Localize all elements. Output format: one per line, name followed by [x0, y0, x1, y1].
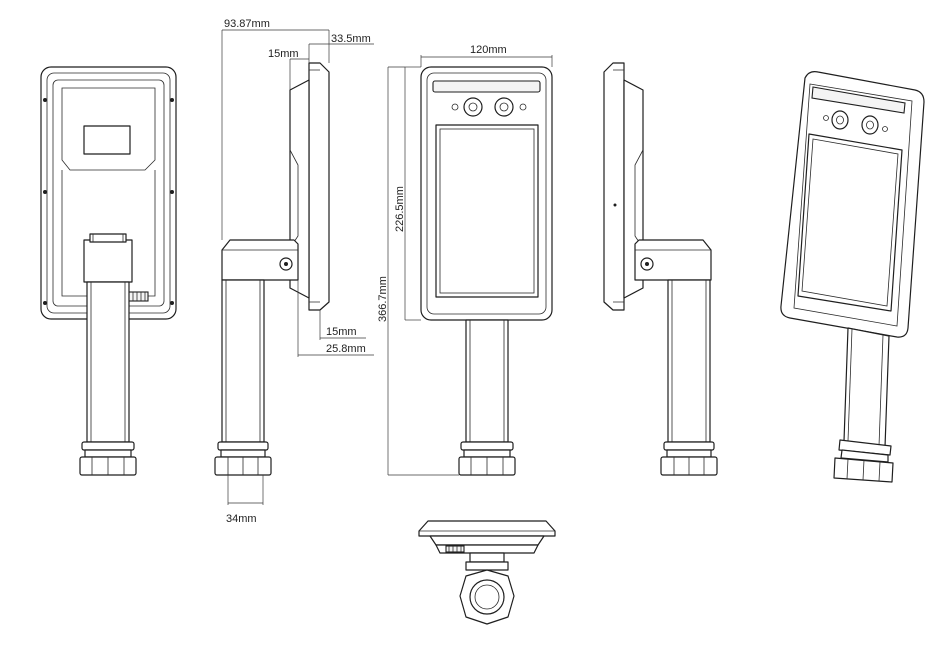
rear-view [40, 66, 177, 476]
dim-total-height: 366.7mm [377, 276, 389, 322]
side-view: 93.87mm 33.5mm 15mm 15mm 25.8mm 34mm [214, 18, 374, 525]
dim-pipe-diameter: 34mm [226, 513, 257, 525]
dim-side-bottom-offset: 15mm [326, 326, 357, 338]
front-view: 120mm 226.5mm 366.7mm [377, 44, 553, 476]
dim-side-depth-total: 93.87mm [224, 18, 270, 30]
dim-front-width: 120mm [470, 44, 507, 56]
dim-side-top-offset: 15mm [268, 48, 299, 60]
perspective-view [780, 71, 925, 483]
dim-side-panel-depth: 33.5mm [331, 33, 371, 45]
bottom-view [418, 520, 556, 625]
side-view-mirror [603, 62, 718, 476]
dim-front-panel-height: 226.5mm [394, 186, 406, 232]
dim-side-bottom-depth: 25.8mm [326, 343, 366, 355]
